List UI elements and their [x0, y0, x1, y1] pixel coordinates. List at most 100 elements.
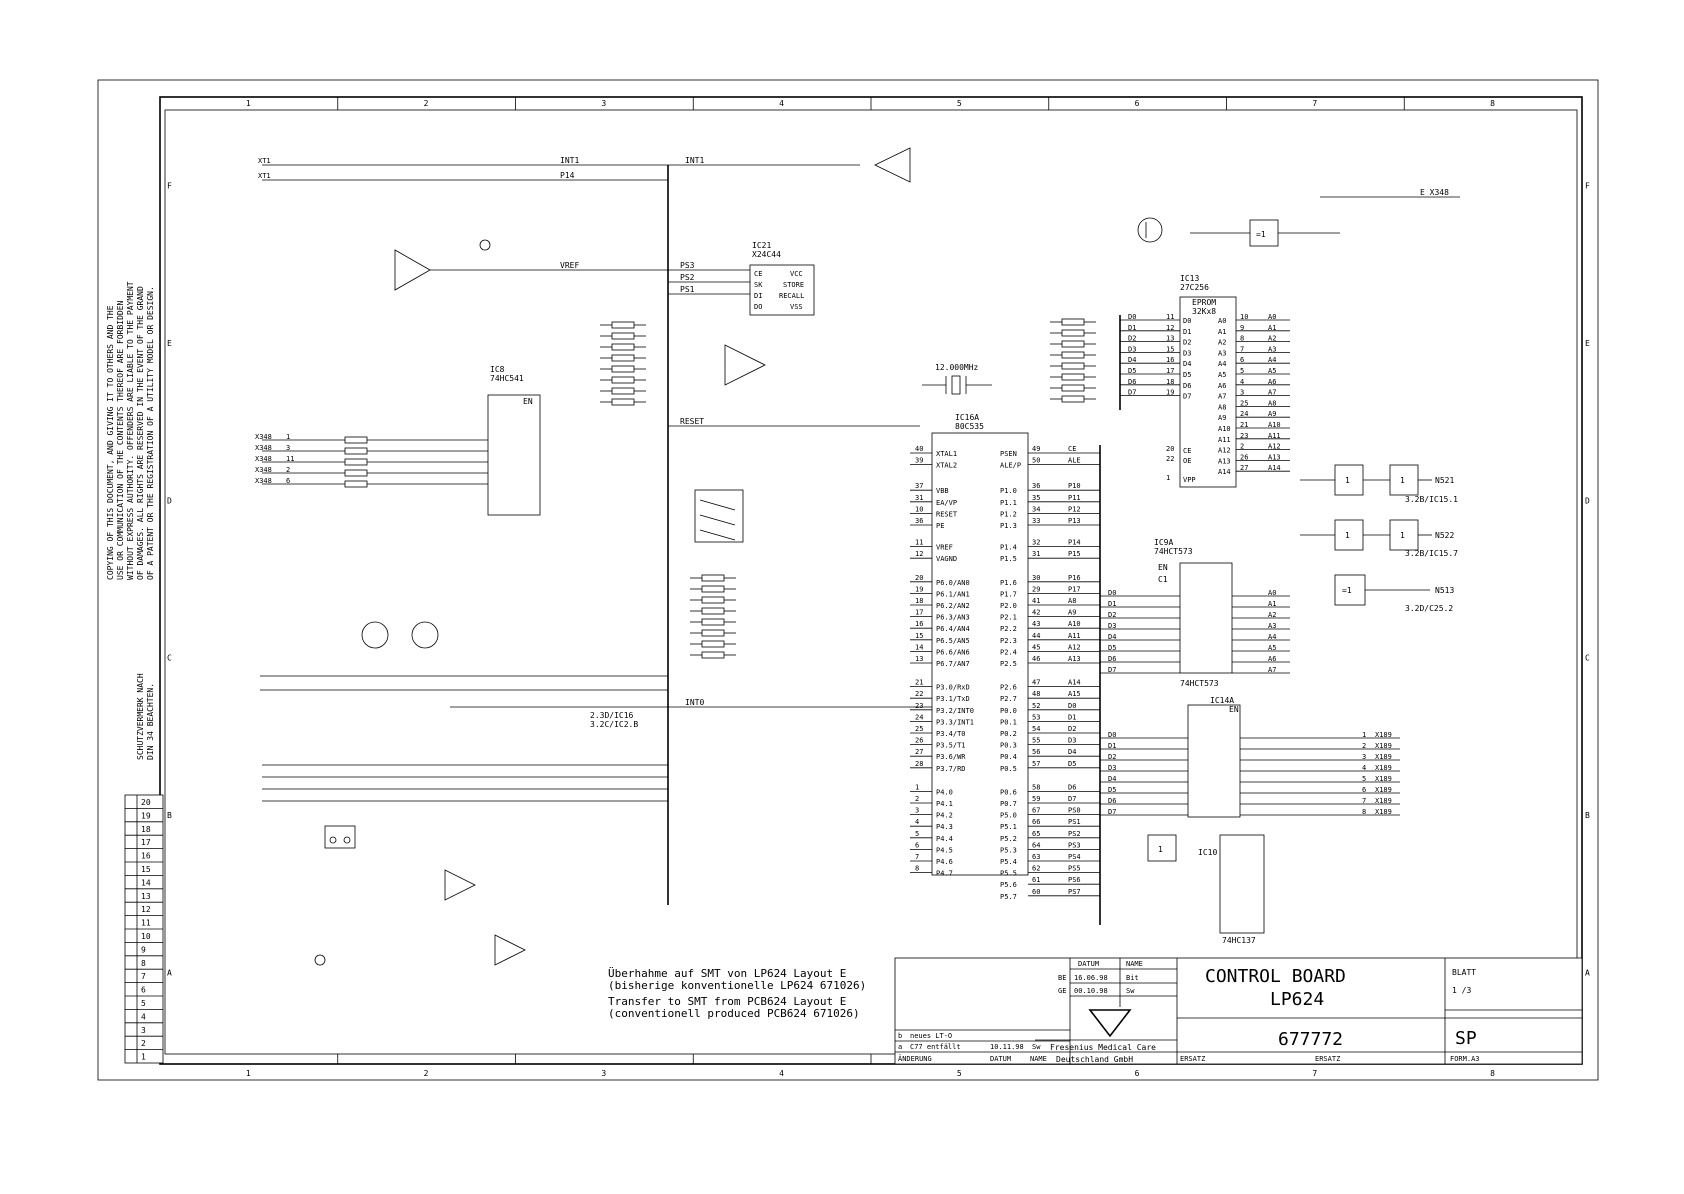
ic16-left-pin-no: 1 [915, 783, 919, 791]
ic16-right-pin-name: P5.7 [1000, 893, 1017, 901]
ic16-left-pin-name: PE [936, 522, 944, 530]
ic16-left-pin-name: P4.1 [936, 800, 953, 808]
ic13-addr-net: A3 [1268, 345, 1276, 353]
ic9-ref: IC9A [1154, 538, 1173, 547]
ic16-left-pin-name: P3.2/INT0 [936, 707, 974, 715]
ic9-out-net: A7 [1268, 666, 1276, 674]
rev-a-no: a [898, 1043, 902, 1051]
x348-pin-no: 3 [286, 444, 290, 452]
net-ps2: PS2 [680, 273, 695, 282]
ic16-left-pin-name: P6.5/AN5 [936, 637, 970, 645]
grid-col-top-1: 1 [246, 99, 251, 108]
rev-row-5: 5 [141, 999, 146, 1008]
gate-ic12c: 1 1 N521 3.2B/IC15.1 [1300, 464, 1458, 504]
ic16-right-pin-no: 66 [1032, 818, 1040, 826]
ic16-right-pin-name: P5.1 [1000, 823, 1017, 831]
jumper-j1 [324, 825, 356, 849]
ic13-addr-net: A2 [1268, 335, 1276, 343]
rev-row-9: 9 [141, 945, 146, 954]
ic16-left-pin-name: P6.7/AN7 [936, 660, 970, 668]
grid-row-left-D: D [167, 496, 172, 505]
opamp-ic23a [394, 249, 431, 291]
rev-b-text: neues LT-O [910, 1032, 952, 1040]
inner-frame [159, 96, 1583, 1065]
rev-a-name: Sw [1032, 1043, 1041, 1051]
title-block-frame [894, 957, 1583, 1065]
ic16-right-pin-name: P0.5 [1000, 765, 1017, 773]
company-logo [1088, 1009, 1132, 1038]
ic16-left-pin-name: P6.1/AN1 [936, 590, 970, 598]
x189-pin-no: 4 [1362, 764, 1366, 772]
ic16-right-pin-net: PS2 [1068, 830, 1081, 838]
ic16-right-pin-no: 32 [1032, 539, 1040, 547]
x348-pin-no: 6 [286, 477, 290, 485]
board-title: CONTROL BOARD [1205, 966, 1346, 987]
grid-col-top-8: 8 [1490, 99, 1495, 108]
ic13-data-net: D5 [1128, 367, 1136, 375]
ic16-right-pin-no: 42 [1032, 609, 1040, 617]
rev-row-11: 11 [141, 919, 151, 928]
board-subtitle: LP624 [1270, 989, 1324, 1010]
ic16-left-pin-no: 13 [915, 655, 923, 663]
ic16-right-pin-name: P1.2 [1000, 510, 1017, 518]
ic13-addr-pin-no: 8 [1240, 335, 1244, 343]
ic16-right-pin-name: P0.2 [1000, 730, 1017, 738]
ic13-addr-pin-no: 25 [1240, 399, 1248, 407]
ic13-addr-pin-name: A11 [1218, 436, 1231, 444]
svg-text:=1: =1 [1256, 230, 1266, 239]
ic16-right-pin-name: P2.2 [1000, 625, 1017, 633]
ic13-addr-pin-no: 5 [1240, 367, 1244, 375]
ic16-right-pin-name: P5.0 [1000, 812, 1017, 820]
transistor-t2 [1137, 217, 1163, 243]
ic13-body [1179, 296, 1237, 488]
ic16-left-pin-no: 23 [915, 702, 923, 710]
ic14-latch: IC14A EN [1100, 696, 1241, 818]
transistor-t3 [411, 621, 439, 649]
ic16-right-pin-net: D7 [1068, 795, 1076, 803]
ic16-right-pin-net: P14 [1068, 539, 1081, 547]
x189-pin-no: 8 [1362, 808, 1366, 816]
ic16-right-pin-no: 61 [1032, 876, 1040, 884]
grid-row-right-E: E [1585, 339, 1590, 348]
ic21-part: X24C44 [752, 250, 781, 259]
ic16-right-pin-net: A15 [1068, 690, 1081, 698]
ic16-right-pin-no: 55 [1032, 737, 1040, 745]
rev-row-7: 7 [141, 972, 146, 981]
svg-text:1: 1 [1345, 476, 1350, 485]
ic16-right-pin-no: 44 [1032, 632, 1040, 640]
ic9-latch: IC9A 74HCT573 EN C1 74HCT573 A0A1A2A3A4A… [1100, 538, 1290, 688]
ic13-data-pin-no: 16 [1166, 356, 1174, 364]
ic16-left-pin-no: 20 [915, 574, 923, 582]
notice-line-1: COPYING OF THIS DOCUMENT, AND GIVING IT … [106, 305, 115, 580]
x189-label: X189 [1375, 742, 1392, 750]
x189-pin-no: 5 [1362, 775, 1366, 783]
ic16-right-pin-name: P0.6 [1000, 788, 1017, 796]
x348-label: X348 [255, 433, 272, 441]
opamp-ic10b [444, 869, 476, 901]
rev-row-15: 15 [141, 865, 151, 874]
ic16-right-pin-no: 29 [1032, 585, 1040, 593]
ic14-in-net: D2 [1108, 753, 1116, 761]
ic16-right-pin-net: D5 [1068, 760, 1076, 768]
ic13-addr-net: A12 [1268, 443, 1281, 451]
ic13-title: EPROM [1192, 298, 1216, 307]
ic8-ref: IC8 [490, 365, 505, 374]
ic16-right-pin-name: PSEN [1000, 450, 1017, 458]
ic16-right-pin-net: D3 [1068, 737, 1076, 745]
ic16-left-pin-no: 8 [915, 865, 919, 873]
resistor-network-rn1 [690, 574, 736, 659]
ic21-pin-di: DI [754, 292, 762, 300]
ic16-right-pin-no: 46 [1032, 655, 1040, 663]
ic16-right-pin-no: 52 [1032, 702, 1040, 710]
x189-label: X189 [1375, 753, 1392, 761]
ic16-left-pin-no: 17 [915, 609, 923, 617]
note-line-3: Transfer to SMT from PCB624 Layout E [608, 995, 846, 1008]
ic16-right-pin-no: 62 [1032, 865, 1040, 873]
net-vref: VREF [560, 261, 579, 270]
ic13-ce-pin: CE [1183, 447, 1191, 455]
ic9-out-net: A3 [1268, 622, 1276, 630]
ic16-right-pin-no: 45 [1032, 643, 1040, 651]
ic16-left-pin-name: VBB [936, 487, 949, 495]
